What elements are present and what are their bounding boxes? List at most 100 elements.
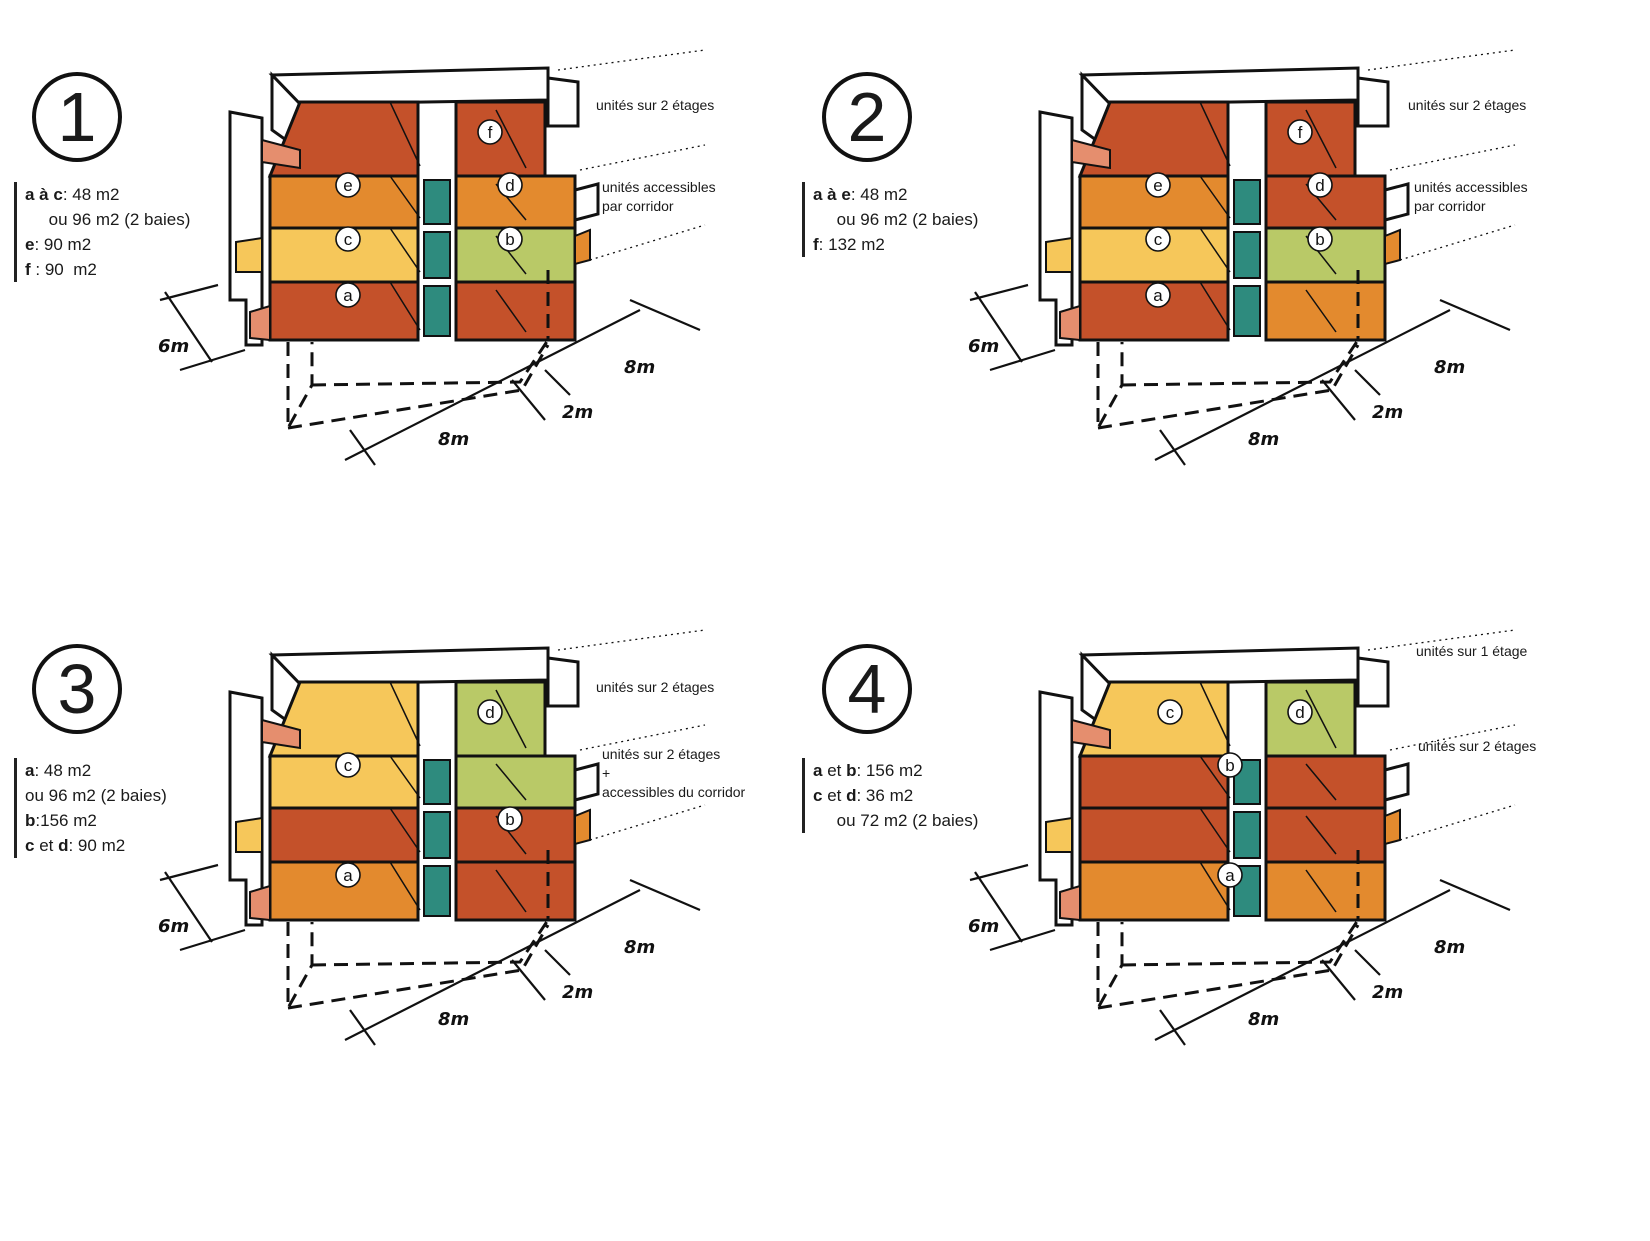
leader-line — [1389, 144, 1516, 171]
unit-tag-circle — [1307, 172, 1333, 198]
unit-tag-circle — [335, 282, 361, 308]
balcony-left — [1071, 138, 1111, 170]
stair-core — [1233, 811, 1261, 859]
leader-line — [579, 144, 706, 171]
legend-row: c et d: 90 m2 — [25, 836, 126, 855]
note-middle: unités accessibles par corridor — [602, 179, 716, 214]
dimension-tick — [179, 348, 246, 372]
unit-tag-label: a — [1153, 286, 1163, 305]
footprint-dashed — [286, 342, 314, 434]
dimension-label: 8m — [624, 937, 655, 958]
note-middle: unités sur 2 étages — [1418, 738, 1537, 754]
legend-row: a et b: 156 m2 — [813, 761, 923, 780]
legend-row: f : 90 m2 — [25, 260, 97, 279]
panel-number: 2 — [822, 72, 912, 162]
unit-tag-label: b — [1315, 230, 1324, 249]
dimension-label: 8m — [1248, 429, 1279, 450]
leader-line — [1367, 49, 1516, 71]
unit-tag-circle — [477, 119, 503, 145]
interior-line — [389, 175, 421, 219]
stair-core — [1233, 285, 1261, 337]
interior-line — [495, 109, 527, 169]
unit-tag-label: e — [1153, 176, 1162, 195]
balcony-right — [1384, 808, 1401, 846]
panel-1: 1 a à c: 48 m2 ou 96 m2 (2 baies) e: 90 … — [0, 0, 825, 620]
unit-tag-circle — [1287, 699, 1313, 725]
balcony-left — [249, 304, 271, 342]
panel-2: 2 a à e: 48 m2 ou 96 m2 (2 baies) f: 132… — [802, 0, 1635, 620]
legend-row: ou 96 m2 (2 baies) — [25, 210, 191, 229]
stair-core — [1233, 231, 1261, 279]
dimension-line — [1439, 878, 1511, 912]
unit-tag-label: b — [1225, 756, 1234, 775]
interior-line — [1305, 815, 1337, 855]
dimension-label: 2m — [562, 402, 593, 423]
leader-line — [589, 224, 706, 261]
interior-line — [1305, 109, 1337, 169]
interior-line — [389, 861, 421, 911]
interior-line — [1305, 763, 1337, 801]
unit-cell-right — [1264, 754, 1387, 810]
dimension-line — [164, 291, 213, 363]
interior-line — [389, 101, 421, 167]
unit-tag-label: d — [485, 703, 494, 722]
leader-line — [1367, 629, 1516, 651]
balcony-right — [574, 228, 591, 266]
panel-number: 3 — [32, 644, 122, 734]
dimension-tick — [349, 1009, 376, 1046]
leader-line — [557, 49, 706, 71]
unit-tag-label: d — [1315, 176, 1324, 195]
dimension-tick — [544, 369, 571, 396]
dimension-tick — [1354, 369, 1381, 396]
note-middle: unités sur 2 étages + accessibles du cor… — [602, 746, 746, 800]
legend-row: ou 96 m2 (2 baies) — [25, 786, 167, 805]
stair-core — [423, 865, 451, 917]
unit-tag-label: c — [344, 230, 353, 249]
interior-line — [1199, 861, 1231, 911]
side-wall-left — [228, 690, 264, 927]
legend-row: e: 90 m2 — [25, 235, 92, 254]
interior-line — [389, 681, 421, 747]
unit-tag-label: c — [1166, 703, 1175, 722]
unit-tag-label: d — [505, 176, 514, 195]
unit-cell-right — [454, 280, 577, 342]
dimension-line — [344, 889, 641, 1041]
interior-line — [1199, 227, 1231, 273]
dimension-label: 8m — [624, 357, 655, 378]
unit-tag-circle — [335, 226, 361, 252]
dimension-line — [974, 871, 1023, 943]
dimension-tick — [1321, 959, 1356, 1001]
dimension-tick — [969, 283, 1029, 302]
stair-core — [423, 285, 451, 337]
balcony-right — [1384, 228, 1401, 266]
footprint-dashed — [1121, 339, 1360, 387]
dimension-line — [164, 871, 213, 943]
unit-cell-right — [1264, 280, 1387, 342]
unit-cell-right — [1264, 806, 1387, 864]
dimension-label: 2m — [1372, 402, 1403, 423]
stair-core — [423, 179, 451, 225]
note-top: unités sur 2 étages — [1408, 97, 1527, 113]
balcony-left — [235, 236, 263, 273]
interior-line — [1199, 755, 1231, 799]
dimension-label: 2m — [1372, 982, 1403, 1003]
unit-tag-circle — [335, 172, 361, 198]
balcony-left — [1045, 236, 1073, 273]
legend-row: ou 72 m2 (2 baies) — [813, 811, 979, 830]
area-legend: a à c: 48 m2 ou 96 m2 (2 baies) e: 90 m2… — [14, 182, 190, 282]
unit-tag-circle — [335, 862, 361, 888]
balcony-right — [1383, 762, 1410, 802]
interior-line — [389, 755, 421, 799]
unit-tag-circle — [1145, 226, 1171, 252]
interior-line — [495, 289, 527, 333]
interior-line — [1199, 281, 1231, 331]
dimension-tick — [159, 863, 219, 882]
balcony-right — [573, 762, 600, 802]
interior-line — [1305, 289, 1337, 333]
balcony-right — [573, 182, 600, 222]
dimension-tick — [1354, 949, 1381, 976]
side-wall-right — [1356, 76, 1390, 128]
footprint-dashed — [1097, 344, 1360, 430]
